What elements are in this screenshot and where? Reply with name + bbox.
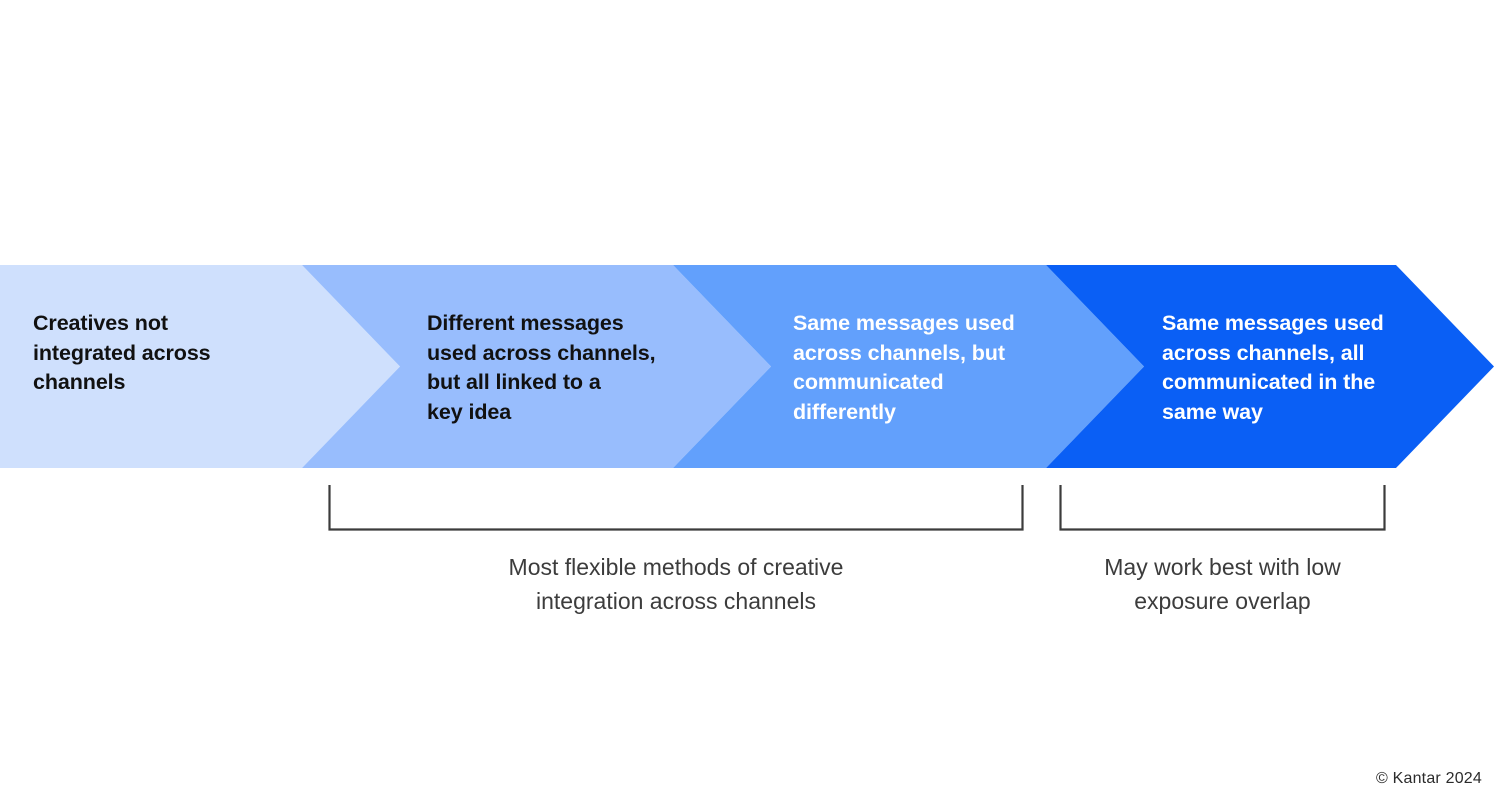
chevron-shape-2[interactable]	[302, 265, 771, 468]
chevron-band: Creatives not integrated across channels…	[0, 265, 1500, 468]
bracket-group	[328, 485, 1386, 531]
bracket-caption-1: Most flexible methods of creative integr…	[508, 554, 844, 614]
chevron-shape-1[interactable]	[0, 265, 400, 468]
chevron-shape-3[interactable]	[673, 265, 1144, 468]
bracket-caption-2: May work best with low exposure overlap	[1104, 554, 1341, 614]
chevron-shape-4[interactable]	[1046, 265, 1494, 468]
bracket-2-shape	[1059, 485, 1386, 531]
copyright-notice: © Kantar 2024	[1375, 770, 1482, 787]
chevron-shapes	[0, 265, 1494, 468]
bracket-1-shape	[328, 485, 1024, 531]
